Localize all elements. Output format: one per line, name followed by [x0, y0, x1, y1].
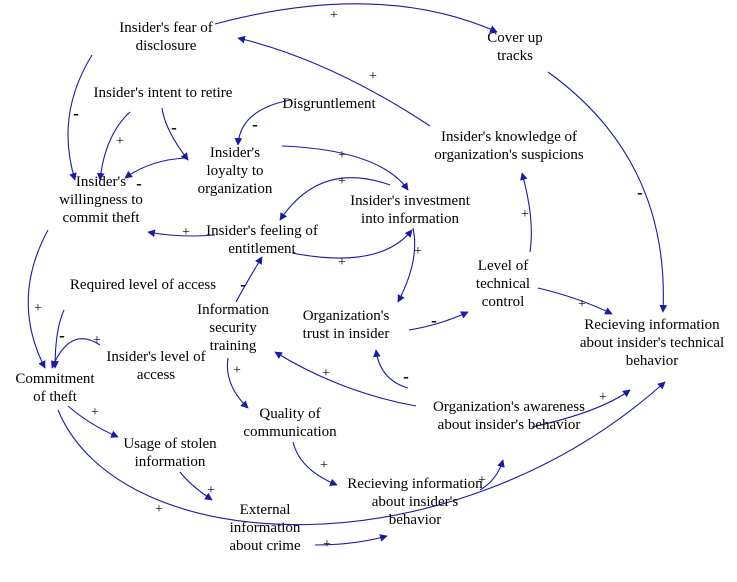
- node-recv_beh: Recieving information about insider's be…: [347, 476, 483, 528]
- node-coverup: Cover up tracks: [487, 30, 543, 64]
- node-awareness: Organization's awareness about insider's…: [433, 399, 585, 433]
- polarity-entitlement-to-investment: +: [338, 255, 346, 270]
- polarity-training-to-entitlement: -: [240, 275, 246, 294]
- link-trust-to-techcontrol: [408, 311, 469, 331]
- node-techcontrol: Level of technical control: [475, 258, 531, 310]
- polarity-coverup-to-recv_tech: -: [637, 183, 643, 202]
- link-entitlement-to-willingness: [147, 229, 216, 238]
- node-fear: Insider's fear of disclosure: [119, 20, 213, 54]
- polarity-loyalty-to-investment: +: [338, 148, 346, 163]
- polarity-awareness-to-training: +: [322, 366, 330, 381]
- link-theft-to-recv_tech: [57, 381, 666, 526]
- node-trust: Organization's trust in insider: [302, 308, 390, 342]
- node-quality: Quality of communication: [243, 406, 337, 440]
- polarity-knowledge-to-fear: +: [369, 69, 377, 84]
- link-techcontrol-to-recv_tech: [537, 287, 613, 315]
- link-recv_beh-to-awareness: [479, 459, 505, 491]
- polarity-loyalty-to-willingness: -: [136, 174, 142, 193]
- polarity-trust-to-techcontrol: -: [431, 311, 437, 330]
- node-loyalty: Insider's loyalty to organization: [197, 145, 273, 197]
- link-loyalty-to-investment: [281, 145, 409, 191]
- node-recv_tech: Recieving information about insider's te…: [579, 317, 725, 369]
- link-techcontrol-to-knowledge: [520, 172, 532, 253]
- link-fear-to-willingness: [67, 54, 93, 181]
- polarity-training-to-quality: +: [233, 363, 241, 378]
- polarity-investment-to-entitlement: +: [338, 174, 346, 189]
- node-access: Insider's level of access: [106, 349, 206, 383]
- link-knowledge-to-fear: [237, 35, 431, 127]
- link-stolen-to-external: [179, 471, 213, 501]
- link-loyalty-to-willingness: [124, 157, 186, 179]
- node-entitlement: Insider's feeling of entitlement: [206, 223, 318, 257]
- polarity-external-to-recv_beh: +: [323, 537, 331, 552]
- node-investment: Insider's investment into information: [350, 193, 470, 227]
- link-awareness-to-trust: [373, 349, 409, 389]
- node-disgruntlement: Disgruntlement: [282, 96, 376, 112]
- polarity-theft-to-stolen: +: [91, 405, 99, 420]
- link-awareness-to-recv_tech: [531, 389, 631, 428]
- polarity-reqaccess-to-theft: -: [59, 326, 65, 345]
- polarity-fear-to-coverup: +: [330, 8, 338, 23]
- link-external-to-recv_beh: [314, 534, 388, 546]
- node-training: Information security training: [197, 302, 269, 354]
- node-theft: Commitment of theft: [15, 371, 95, 405]
- node-external: External information about crime: [229, 502, 301, 554]
- link-awareness-to-training: [274, 351, 417, 407]
- link-retire-to-willingness: [96, 111, 131, 181]
- link-entitlement-to-investment: [291, 229, 413, 259]
- polarity-awareness-to-trust: -: [403, 367, 409, 386]
- polarity-recv_beh-to-awareness: +: [478, 473, 486, 488]
- polarity-retire-to-willingness: +: [116, 134, 124, 149]
- polarity-fear-to-willingness: -: [73, 104, 79, 123]
- polarity-quality-to-recv_beh: +: [320, 458, 328, 473]
- link-disgruntlement-to-loyalty: [234, 99, 291, 146]
- node-stolen: Usage of stolen information: [123, 436, 217, 470]
- node-retire: Insider's intent to retire: [93, 85, 233, 101]
- link-willingness-to-theft: [27, 229, 49, 369]
- link-quality-to-recv_beh: [292, 441, 338, 486]
- node-knowledge: Insider's knowledge of organization's su…: [434, 129, 584, 163]
- node-reqaccess: Required level of access: [69, 277, 217, 293]
- link-retire-to-loyalty: [161, 107, 189, 161]
- node-willingness: Insider's willingness to commit theft: [59, 174, 143, 226]
- polarity-disgruntlement-to-loyalty: -: [252, 115, 258, 134]
- polarity-retire-to-loyalty: -: [171, 118, 177, 137]
- polarity-willingness-to-theft: +: [34, 301, 42, 316]
- link-access-to-theft: [51, 338, 101, 369]
- polarity-entitlement-to-willingness: +: [182, 225, 190, 240]
- link-theft-to-stolen: [67, 405, 119, 438]
- link-training-to-entitlement: [235, 256, 263, 303]
- link-coverup-to-recv_tech: [547, 71, 668, 313]
- link-investment-to-trust: [397, 227, 416, 303]
- polarity-stolen-to-external: +: [207, 483, 215, 498]
- link-fear-to-coverup: [214, 3, 498, 33]
- link-training-to-quality: [226, 357, 249, 409]
- polarity-techcontrol-to-recv_tech: +: [578, 297, 586, 312]
- link-investment-to-entitlement: [279, 177, 391, 221]
- polarity-techcontrol-to-knowledge: +: [521, 207, 529, 222]
- polarity-awareness-to-recv_tech: +: [599, 390, 607, 405]
- polarity-theft-to-recv_tech: +: [155, 502, 163, 517]
- polarity-investment-to-trust: +: [414, 244, 422, 259]
- polarity-access-to-theft: +: [93, 333, 101, 348]
